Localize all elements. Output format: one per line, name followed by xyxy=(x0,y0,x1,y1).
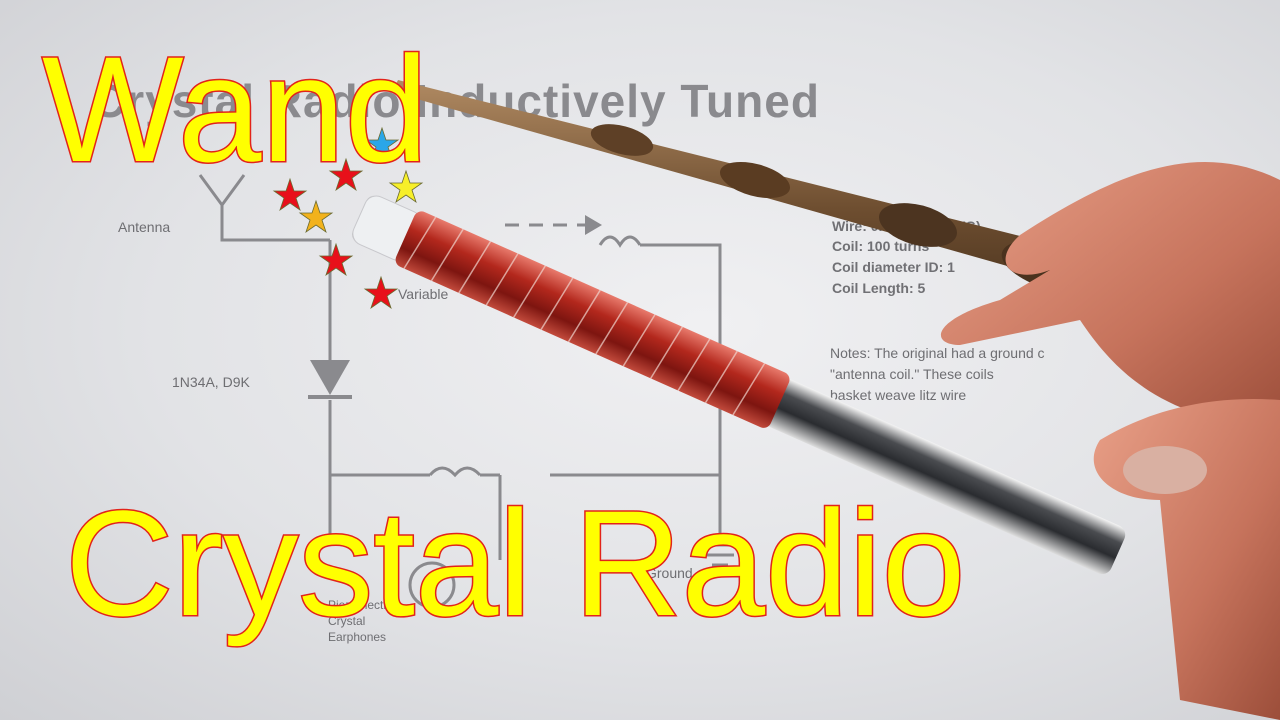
coil-symbol-top xyxy=(598,235,642,248)
antenna-wire xyxy=(220,205,330,242)
star-icon-red-3 xyxy=(318,242,354,277)
title-crystal-radio: Crystal Radio xyxy=(63,479,966,647)
star-icon-red-1 xyxy=(328,157,364,192)
ground-label: Ground xyxy=(646,565,693,581)
earphone-symbol-icon xyxy=(408,561,456,609)
star-icon-yellow xyxy=(388,169,424,204)
coil-symbol xyxy=(428,466,482,478)
notes-line-3: basket weave litz wire xyxy=(830,387,967,403)
earphone-label-1: Piezoelectric xyxy=(328,598,397,612)
diode-symbol-icon xyxy=(310,360,350,395)
spec-length: Coil Length: 5 xyxy=(832,280,926,296)
variable-label: Variable xyxy=(398,286,449,302)
spec-coil: Coil: 100 turns xyxy=(832,238,930,254)
star-icon-red-4 xyxy=(363,275,399,310)
sparkle-stars xyxy=(272,126,424,310)
notes-line-1: Notes: The original had a ground c xyxy=(830,345,1045,361)
coil-wire-turns xyxy=(403,216,766,416)
earphone-label-2: Crystal xyxy=(328,614,366,628)
ground-symbol-icon xyxy=(700,475,740,567)
copper-coil xyxy=(395,211,790,428)
star-icon-red-2 xyxy=(272,177,308,212)
coil-form xyxy=(352,195,1126,575)
spec-diameter: Coil diameter ID: 1 xyxy=(832,259,955,275)
schematic-lines xyxy=(198,174,740,609)
star-icon-blue xyxy=(364,126,400,161)
upper-hand xyxy=(940,161,1280,430)
tuning-arrow-head-icon xyxy=(585,215,602,235)
title-wand: Wand xyxy=(40,25,429,193)
wand-knot-3 xyxy=(879,203,957,247)
earphone-label-3: Earphones xyxy=(328,630,387,644)
diode-label: 1N34A, D9K xyxy=(172,374,250,390)
thumb-nail xyxy=(1123,446,1207,494)
notes-line-2: "antenna coil." These coils xyxy=(830,366,994,382)
antenna-label: Antenna xyxy=(118,219,171,235)
wand-knot-1 xyxy=(590,124,654,156)
wand-knot-2 xyxy=(719,161,791,199)
star-icon-orange xyxy=(298,199,334,234)
earphone-wires xyxy=(328,475,502,560)
lower-hand xyxy=(1093,399,1280,720)
